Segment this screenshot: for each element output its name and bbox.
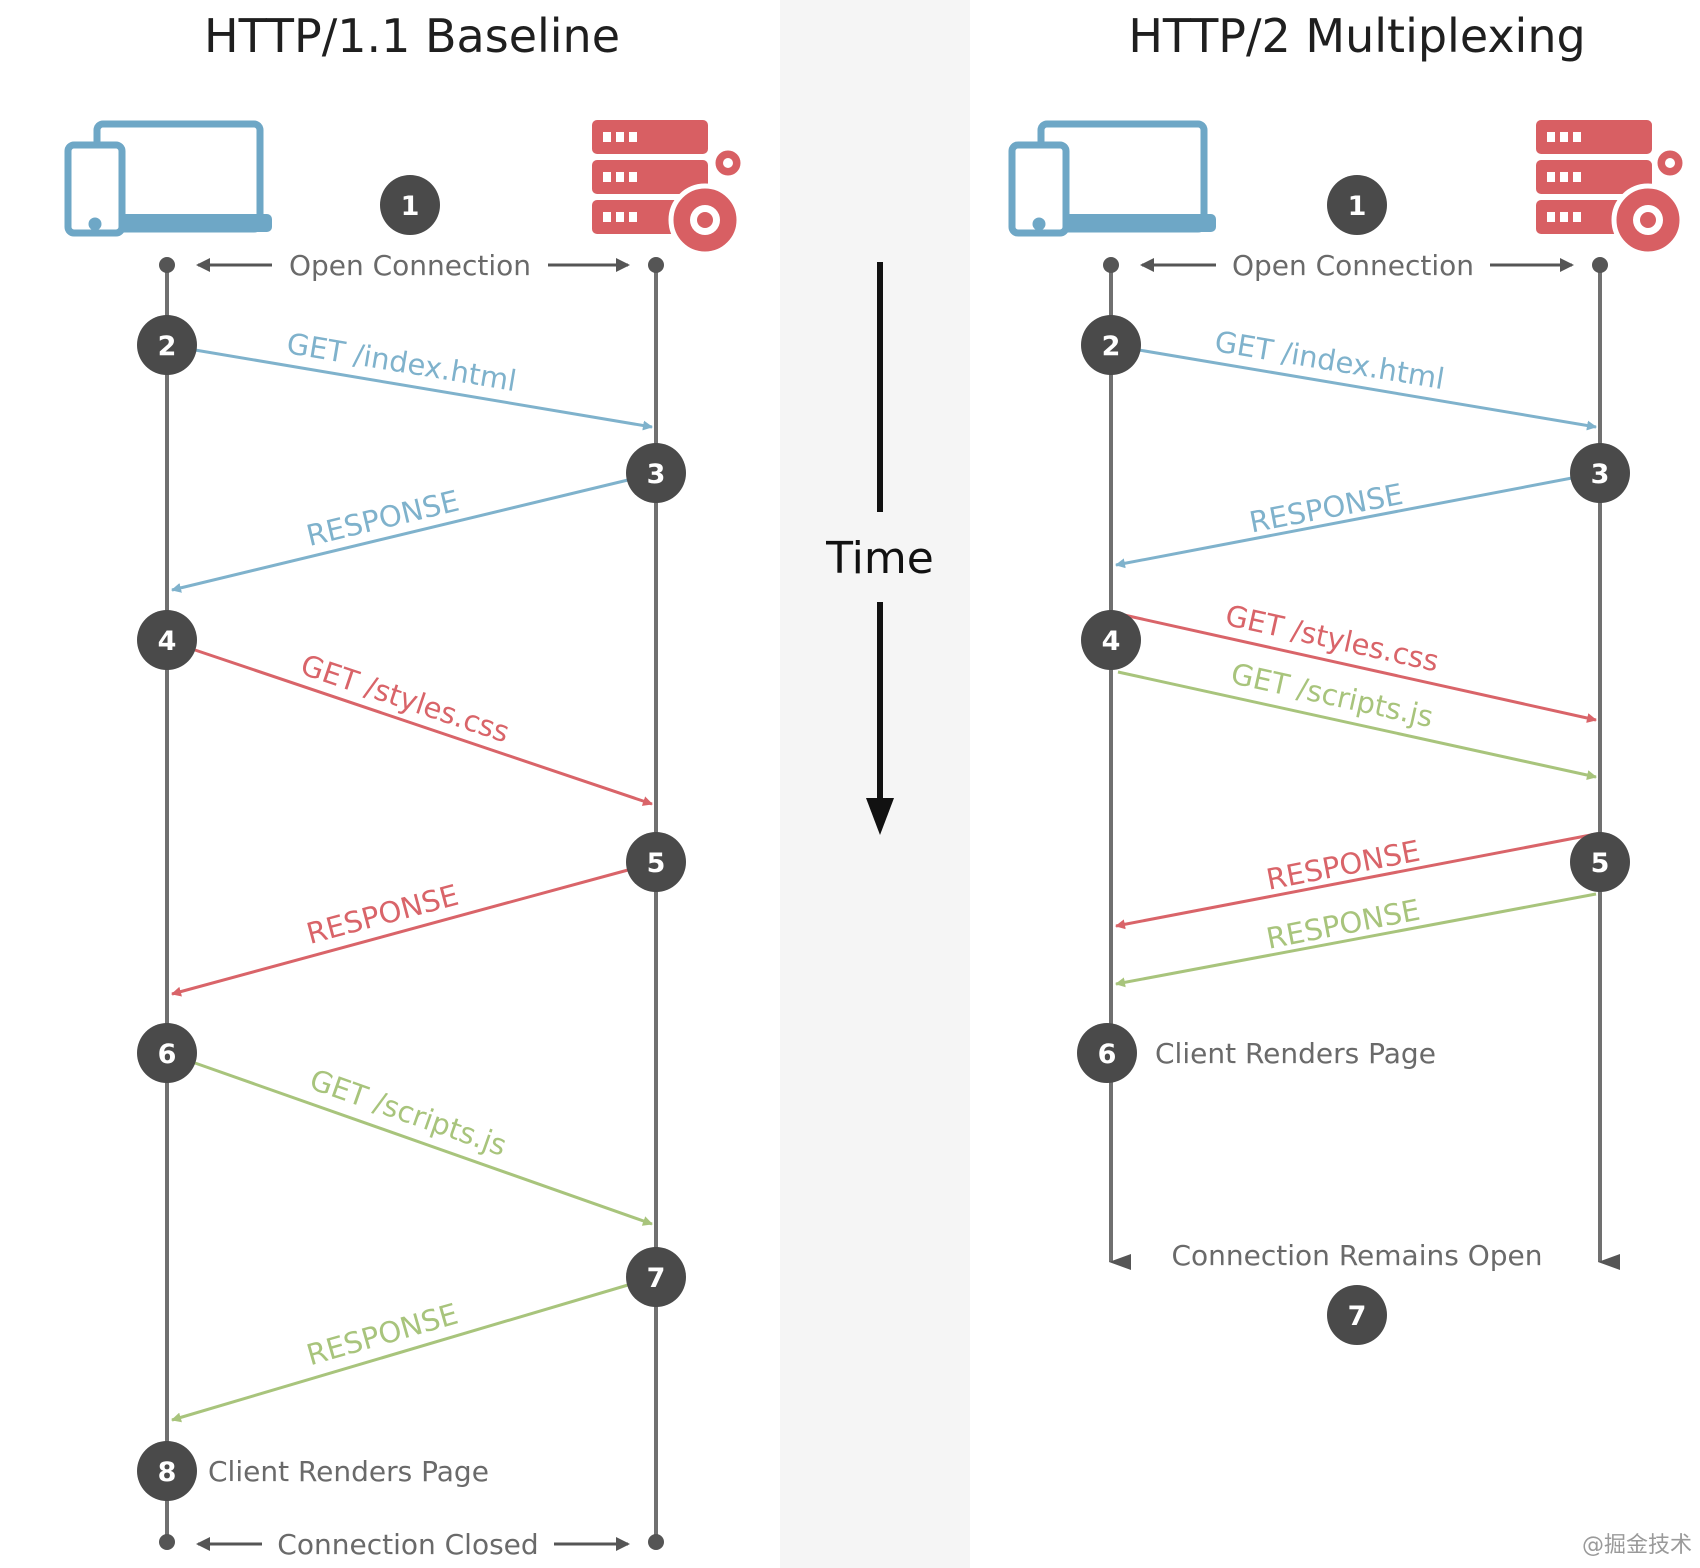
svg-text:2: 2	[1102, 331, 1121, 362]
http11-step-7: 7	[626, 1247, 686, 1307]
http11-step-8: 8	[137, 1441, 197, 1501]
server-gear-icon	[592, 120, 744, 257]
http11-render-label: Client Renders Page	[208, 1455, 489, 1488]
http11-step-5: 5	[626, 832, 686, 892]
svg-text:4: 4	[158, 626, 177, 657]
svg-text:6: 6	[1098, 1039, 1117, 1070]
http2-open-label: Open Connection	[1232, 249, 1474, 282]
svg-text:5: 5	[647, 848, 666, 879]
http11-closed-label: Connection Closed	[277, 1528, 538, 1561]
svg-text:7: 7	[1348, 1301, 1367, 1332]
devices-icon	[64, 120, 272, 237]
svg-text:3: 3	[1591, 459, 1610, 490]
center-band	[780, 0, 970, 1568]
svg-text:2: 2	[158, 331, 177, 362]
watermark: @掘金技术	[1582, 1533, 1692, 1558]
http2-remains-label: Connection Remains Open	[1172, 1239, 1543, 1272]
server-gear-icon	[1536, 120, 1686, 257]
http11-title: HTTP/1.1 Baseline	[204, 9, 620, 63]
http2-msg-2: RESPONSE	[1247, 477, 1406, 540]
http11-msg-4: RESPONSE	[303, 878, 462, 951]
svg-text:3: 3	[647, 459, 666, 490]
time-axis: Time	[825, 262, 934, 835]
http2-step-4: 4	[1081, 610, 1141, 670]
http2-msg-1: GET /index.html	[1212, 324, 1447, 396]
svg-text:4: 4	[1102, 626, 1121, 657]
http11-msg-1: GET /index.html	[284, 326, 519, 398]
svg-text:6: 6	[158, 1039, 177, 1070]
http11-step-1: 1	[380, 175, 440, 235]
http2-panel: HTTP/2 Multiplexing Open Connection	[1008, 9, 1686, 1345]
http2-step-7: 7	[1327, 1285, 1387, 1345]
time-label: Time	[825, 533, 934, 584]
http11-open-label: Open Connection	[289, 249, 531, 282]
http11-step-3: 3	[626, 443, 686, 503]
http11-step-2: 2	[137, 315, 197, 375]
svg-text:8: 8	[158, 1457, 177, 1488]
http11-msg-6: RESPONSE	[303, 1297, 462, 1373]
http11-msg-3: GET /styles.css	[297, 648, 514, 750]
svg-text:7: 7	[647, 1263, 666, 1294]
http11-msg-2: RESPONSE	[303, 484, 462, 553]
http11-step-6: 6	[137, 1023, 197, 1083]
http11-panel: HTTP/1.1 Baseline	[64, 9, 744, 1561]
http2-step-1: 1	[1327, 175, 1387, 235]
http2-render-label: Client Renders Page	[1155, 1037, 1436, 1070]
http2-step-5: 5	[1570, 832, 1630, 892]
svg-text:1: 1	[401, 191, 420, 222]
svg-text:1: 1	[1348, 191, 1367, 222]
http2-msg-6: RESPONSE	[1263, 893, 1422, 956]
svg-text:5: 5	[1591, 848, 1610, 879]
http2-title: HTTP/2 Multiplexing	[1128, 9, 1585, 63]
http2-step-6: 6	[1077, 1023, 1137, 1083]
http2-msg-5: RESPONSE	[1263, 834, 1422, 897]
http11-step-4: 4	[137, 610, 197, 670]
http2-step-2: 2	[1081, 315, 1141, 375]
http2-step-3: 3	[1570, 443, 1630, 503]
devices-icon	[1008, 120, 1216, 237]
